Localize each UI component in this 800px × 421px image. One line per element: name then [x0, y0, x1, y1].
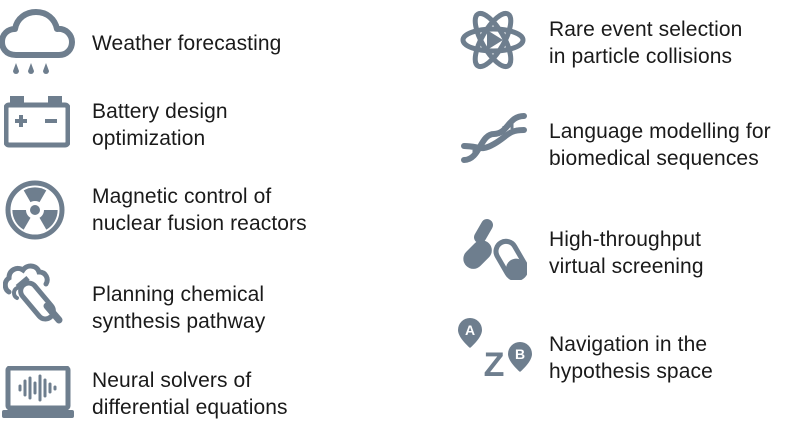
item-label: Planning chemical synthesis pathway: [92, 283, 266, 333]
pills-icon: [457, 218, 527, 280]
item-label: Magnetic control of nuclear fusion react…: [92, 185, 307, 235]
radiation-icon: [5, 180, 65, 240]
item-label: Neural solvers of differential equations: [92, 369, 288, 419]
svg-text:B: B: [515, 346, 525, 362]
item-label: Weather forecasting: [92, 32, 282, 55]
battery-icon: [4, 96, 70, 148]
svg-text:Z: Z: [484, 346, 505, 380]
test-tube-icon: [3, 262, 73, 326]
item-label: Rare event selection in particle collisi…: [549, 18, 743, 68]
cloud-rain-icon: [0, 5, 75, 77]
item-label: Battery design optimization: [92, 100, 228, 150]
dna-icon: [460, 110, 528, 168]
item-label: Navigation in the hypothesis space: [549, 333, 713, 383]
item-label: Language modelling for biomedical sequen…: [549, 120, 771, 170]
item-label: High-throughput virtual screening: [549, 228, 704, 278]
route-a-z-b-icon: A Z B: [456, 318, 532, 380]
waveform-laptop-icon: [2, 366, 74, 419]
atom-icon: [459, 8, 527, 72]
svg-text:A: A: [465, 322, 475, 338]
